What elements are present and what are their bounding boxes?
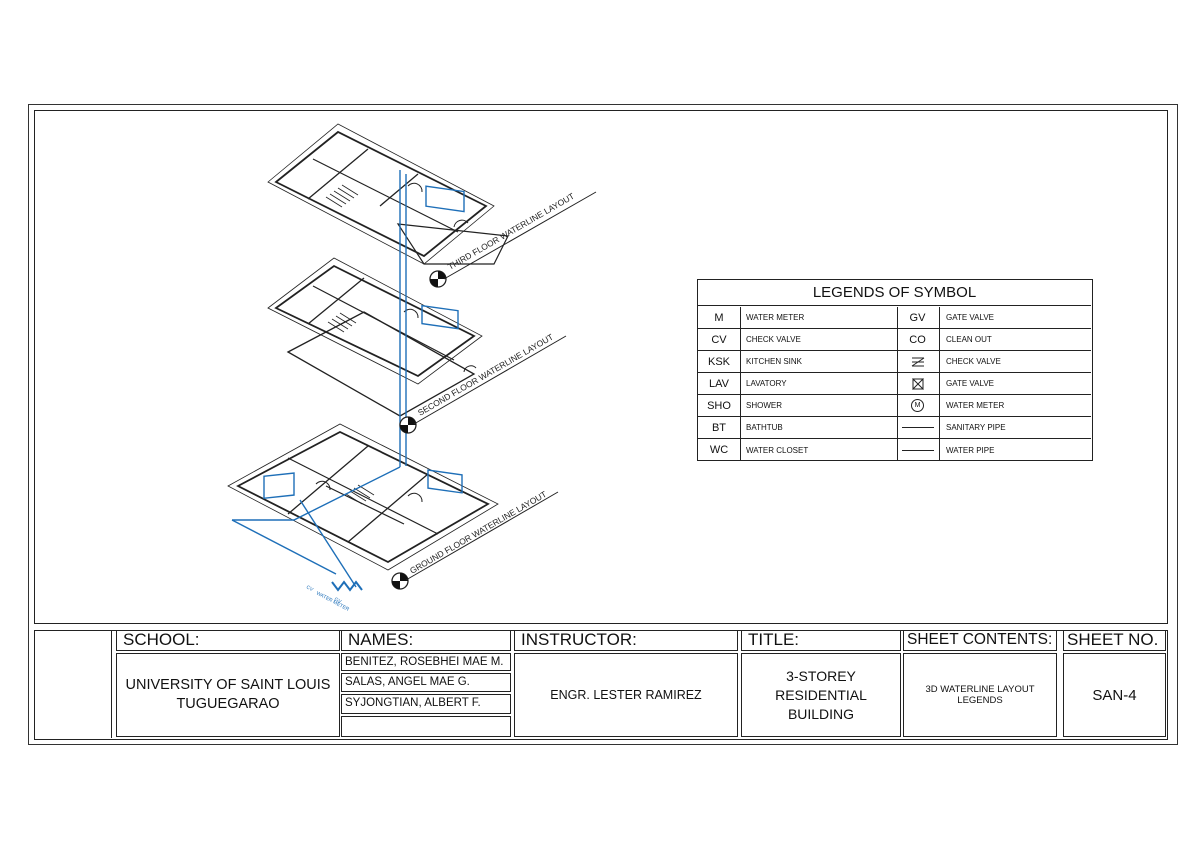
legend-symbol-desc: CHECK VALVE [946, 357, 1001, 366]
legend-symbol-desc: CLEAN OUT [946, 335, 992, 344]
legend-abbr: CV [698, 329, 741, 350]
water-meter-icon: M [896, 395, 940, 416]
legend-abbr: KSK [698, 351, 741, 372]
ground-floor-label: GROUND FLOOR WATERLINE LAYOUT [408, 489, 548, 576]
legend-row: M WATER METER GV GATE VALVE [698, 307, 1091, 329]
title-value-line3: BUILDING [787, 705, 855, 722]
second-floor-label: SECOND FLOOR WATERLINE LAYOUT [416, 332, 555, 418]
gv-label: GV [333, 596, 343, 605]
water-meter-symbol: M [911, 399, 924, 412]
title-value-line2: RESIDENTIAL [775, 686, 867, 703]
school-value-line2: TUGUEGARAO [176, 696, 280, 712]
legend-row: WC WATER CLOSET WATER PIPE [698, 439, 1091, 461]
legend-symbol: CO [896, 329, 940, 350]
water-pipe-line-icon [896, 439, 940, 461]
instructor-label: INSTRUCTOR: [514, 630, 738, 651]
sanitary-pipe-line-icon [896, 417, 940, 438]
legend-symbol-desc: GATE VALVE [946, 313, 995, 322]
legend-symbol-desc: WATER PIPE [946, 445, 995, 455]
school-value: UNIVERSITY OF SAINT LOUIS TUGUEGARAO [116, 653, 340, 737]
legend-desc: KITCHEN SINK [746, 351, 898, 372]
legend-symbol: GV [896, 307, 940, 328]
title-label: TITLE: [741, 630, 901, 651]
sheet-contents-line1: 3D WATERLINE LAYOUT [925, 684, 1035, 695]
legend-abbr: M [698, 307, 741, 328]
school-value-line1: UNIVERSITY OF SAINT LOUIS [125, 677, 331, 693]
legend-title: LEGENDS OF SYMBOL [698, 280, 1091, 306]
legend-abbr: WC [698, 439, 741, 461]
legend-desc: LAVATORY [746, 373, 898, 394]
legend-desc: SHOWER [746, 395, 898, 416]
legend-symbol-desc: GATE VALVE [946, 379, 995, 388]
legend-symbol-desc: WATER METER [946, 401, 1005, 410]
student-name: SYJONGTIAN, ALBERT F. [341, 694, 511, 714]
school-label: SCHOOL: [116, 630, 340, 651]
student-name: SALAS, ANGEL MAE G. [341, 673, 511, 692]
sheet-contents-line2: LEGENDS [957, 695, 1003, 706]
title-value-line1: 3-STOREY [786, 667, 856, 684]
water-riser-line [231, 170, 407, 588]
third-floor-plan [267, 123, 509, 265]
legend-abbr: BT [698, 417, 741, 438]
legend-abbr: SHO [698, 395, 741, 416]
legend-abbr: LAV [698, 373, 741, 394]
instructor-value: ENGR. LESTER RAMIREZ [514, 653, 738, 737]
title-value: 3-STOREY RESIDENTIAL BUILDING [741, 653, 901, 737]
legend-table: LEGENDS OF SYMBOL M WATER METER GV GATE … [697, 279, 1093, 461]
legend-desc: CHECK VALVE [746, 329, 898, 350]
names-label: NAMES: [341, 630, 511, 651]
check-valve-icon [896, 351, 940, 372]
legend-row: KSK KITCHEN SINK CHECK VALVE [698, 351, 1091, 373]
student-name: BENITEZ, ROSEBHEI MAE M. [341, 653, 511, 671]
student-name [341, 716, 511, 737]
legend-row: BT BATHTUB SANITARY PIPE [698, 417, 1091, 439]
second-floor-plan [267, 257, 483, 417]
ground-floor-plan [227, 423, 499, 571]
water-meter-assembly: CV WATER METER GV [305, 580, 363, 613]
legend-desc: BATHTUB [746, 417, 898, 438]
legend-desc: WATER CLOSET [746, 439, 898, 461]
legend-row: LAV LAVATORY GATE VALVE [698, 373, 1091, 395]
isometric-waterline-drawing: THIRD FLOOR WATERLINE LAYOUT SECOND FLOO… [227, 123, 597, 613]
title-block: SCHOOL: UNIVERSITY OF SAINT LOUIS TUGUEG… [34, 630, 1168, 740]
title-block-divider [111, 631, 113, 738]
water-meter-label: WATER METER [315, 590, 350, 613]
section-marker-third [429, 191, 597, 288]
legend-symbol-desc: SANITARY PIPE [946, 423, 1006, 432]
gate-valve-icon [896, 373, 940, 394]
drawing-area-border [34, 110, 1168, 624]
sheet-contents-value: 3D WATERLINE LAYOUT LEGENDS [903, 653, 1057, 737]
sheet-contents-label: SHEET CONTENTS: [903, 630, 1057, 651]
legend-row: SHO SHOWER M WATER METER [698, 395, 1091, 417]
section-marker-ground [391, 491, 559, 590]
legend-desc: WATER METER [746, 307, 898, 328]
section-marker-second [399, 335, 567, 434]
sheet-no-label: SHEET NO. [1063, 630, 1166, 651]
legend-row: CV CHECK VALVE CO CLEAN OUT [698, 329, 1091, 351]
cv-label: CV [305, 584, 315, 593]
sheet-no-value: SAN-4 [1063, 653, 1166, 737]
sheet-outer-border [28, 104, 1178, 745]
